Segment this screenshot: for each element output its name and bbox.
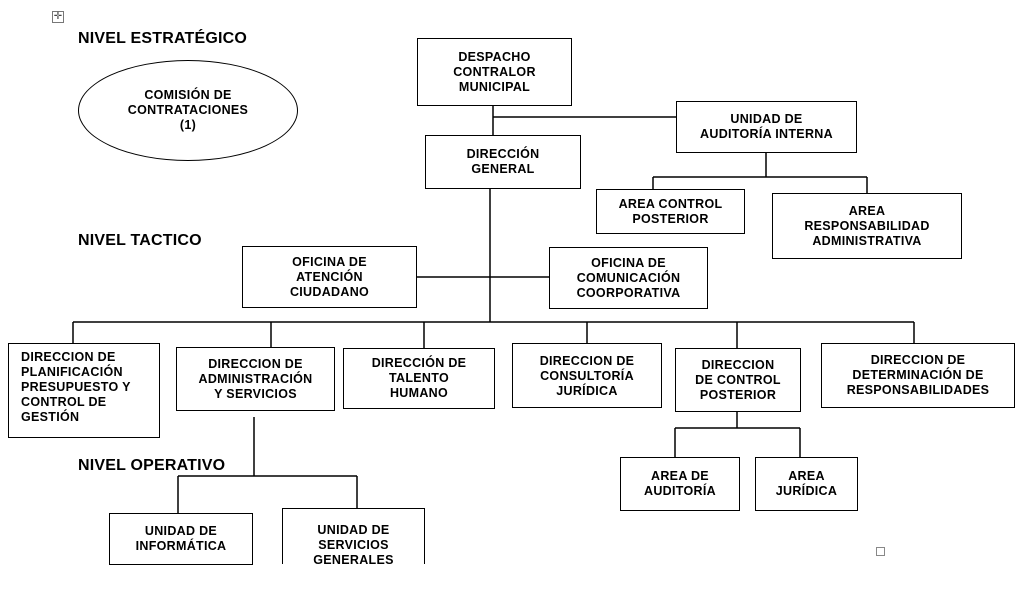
- direccion-control-posterior-node: DIRECCION DE CONTROL POSTERIOR: [675, 348, 801, 412]
- level-operative-label: NIVEL OPERATIVO: [78, 457, 226, 474]
- oficina-comunicacion-node: OFICINA DE COMUNICACIÓN COORPORATIVA: [549, 247, 708, 309]
- direccion-consultoria-node: DIRECCION DE CONSULTORÍA JURÍDICA: [512, 343, 662, 408]
- move-handle-icon[interactable]: ✛: [52, 11, 64, 23]
- comision-contrataciones-node: COMISIÓN DE CONTRATACIONES (1): [78, 60, 298, 161]
- despacho-contralor-node: DESPACHO CONTRALOR MUNICIPAL: [417, 38, 572, 106]
- unidad-informatica-node: UNIDAD DE INFORMÁTICA: [109, 513, 253, 565]
- area-responsabilidad-node: AREA RESPONSABILIDAD ADMINISTRATIVA: [772, 193, 962, 259]
- direccion-talento-node: DIRECCIÓN DE TALENTO HUMANO: [343, 348, 495, 409]
- paragraph-marker-icon: [876, 547, 885, 556]
- direccion-administracion-node: DIRECCION DE ADMINISTRACIÓN Y SERVICIOS: [176, 347, 335, 411]
- direccion-general-node: DIRECCIÓN GENERAL: [425, 135, 581, 189]
- area-juridica-node: AREA JURÍDICA: [755, 457, 858, 511]
- unidad-servicios-generales-node: UNIDAD DE SERVICIOS GENERALES: [282, 508, 425, 564]
- area-control-posterior-node: AREA CONTROL POSTERIOR: [596, 189, 745, 234]
- oficina-atencion-node: OFICINA DE ATENCIÓN CIUDADANO: [242, 246, 417, 308]
- direccion-determinacion-node: DIRECCION DE DETERMINACIÓN DE RESPONSABI…: [821, 343, 1015, 408]
- unidad-auditoria-interna-node: UNIDAD DE AUDITORÍA INTERNA: [676, 101, 857, 153]
- direccion-planificacion-node: DIRECCION DE PLANIFICACIÓN PRESUPUESTO Y…: [8, 343, 160, 438]
- level-tactic-label: NIVEL TACTICO: [78, 232, 202, 249]
- level-strategic-label: NIVEL ESTRATÉGICO: [78, 30, 248, 47]
- area-auditoria-node: AREA DE AUDITORÍA: [620, 457, 740, 511]
